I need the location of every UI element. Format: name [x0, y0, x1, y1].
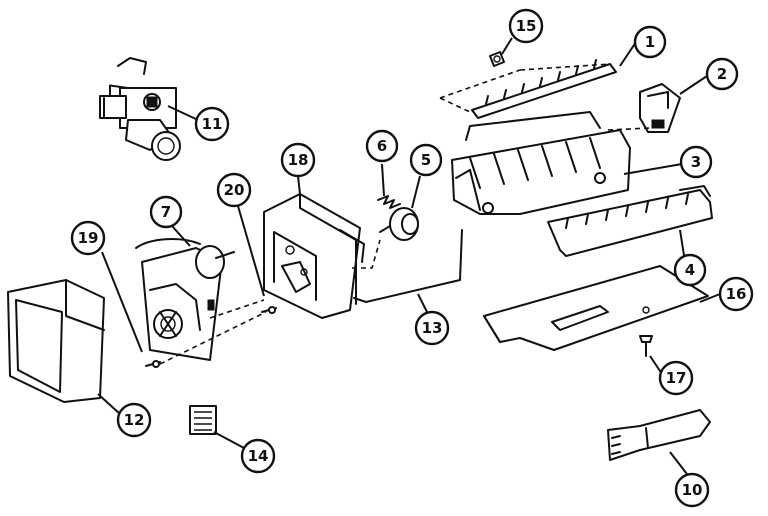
callout-label: 1	[645, 33, 655, 51]
callout-label: 18	[288, 151, 309, 169]
screw-20-part	[261, 306, 277, 314]
callout-6: 6	[365, 129, 399, 163]
callout-20: 20	[216, 172, 252, 208]
leader-3	[623, 163, 683, 175]
callout-13: 13	[414, 310, 450, 346]
wire-connector-part	[607, 409, 711, 461]
callout-label: 14	[248, 447, 269, 465]
screw-19-part	[145, 360, 161, 368]
callout-label: 6	[377, 137, 387, 155]
leader-18	[297, 175, 301, 195]
callout-2: 2	[705, 57, 739, 91]
leader-2	[679, 73, 711, 95]
leader-13	[417, 293, 429, 315]
callout-label: 7	[161, 203, 171, 221]
assembly-line-screws	[159, 311, 267, 365]
stripper-part	[439, 59, 617, 119]
leader-1	[619, 41, 637, 67]
leader-5	[411, 175, 421, 209]
motor-plate-part	[135, 238, 235, 361]
callout-15: 15	[508, 8, 544, 44]
callout-3: 3	[679, 145, 713, 179]
label-part	[189, 405, 217, 435]
callout-19: 19	[70, 220, 106, 256]
callout-label: 19	[78, 229, 99, 247]
callout-label: 16	[726, 285, 747, 303]
leader-16	[699, 293, 721, 303]
callout-label: 10	[682, 481, 703, 499]
callout-14: 14	[240, 438, 276, 474]
leader-17	[649, 355, 663, 375]
callout-5: 5	[409, 143, 443, 177]
leader-11	[167, 105, 199, 121]
leader-14	[213, 431, 245, 449]
callout-label: 11	[202, 115, 223, 133]
callout-7: 7	[149, 195, 183, 229]
leader-12	[97, 393, 121, 415]
thermostat-part	[379, 207, 419, 241]
leader-20	[237, 205, 265, 297]
callout-12: 12	[116, 402, 152, 438]
nut-part	[489, 51, 505, 67]
callout-label: 12	[124, 411, 145, 429]
callout-16: 16	[718, 276, 754, 312]
wire-harness-part	[352, 229, 463, 303]
end-cap-part	[639, 83, 681, 133]
callout-11: 11	[194, 106, 230, 142]
callout-18: 18	[280, 142, 316, 178]
water-valve-part	[99, 57, 181, 161]
motor-housing-part	[263, 193, 365, 319]
callout-label: 4	[685, 261, 695, 279]
front-cover-part	[7, 279, 105, 403]
assembly-line-plate	[209, 299, 265, 319]
callout-label: 5	[421, 151, 431, 169]
callout-10: 10	[674, 472, 710, 508]
screw-17-part	[639, 335, 653, 357]
callout-17: 17	[658, 360, 694, 396]
callout-label: 3	[691, 153, 701, 171]
mounting-bracket-part	[483, 265, 709, 351]
ejector-part	[547, 185, 713, 257]
callout-label: 2	[717, 65, 727, 83]
callout-label: 13	[422, 319, 443, 337]
callout-label: 15	[516, 17, 537, 35]
callout-4: 4	[673, 253, 707, 287]
leader-19	[101, 251, 143, 353]
leader-6	[381, 163, 385, 197]
callout-1: 1	[633, 25, 667, 59]
leader-15	[501, 37, 513, 55]
callout-label: 20	[224, 181, 245, 199]
spring-part	[377, 195, 401, 209]
ice-mold-part	[451, 111, 651, 215]
leader-7	[171, 225, 191, 247]
callout-label: 17	[666, 369, 687, 387]
